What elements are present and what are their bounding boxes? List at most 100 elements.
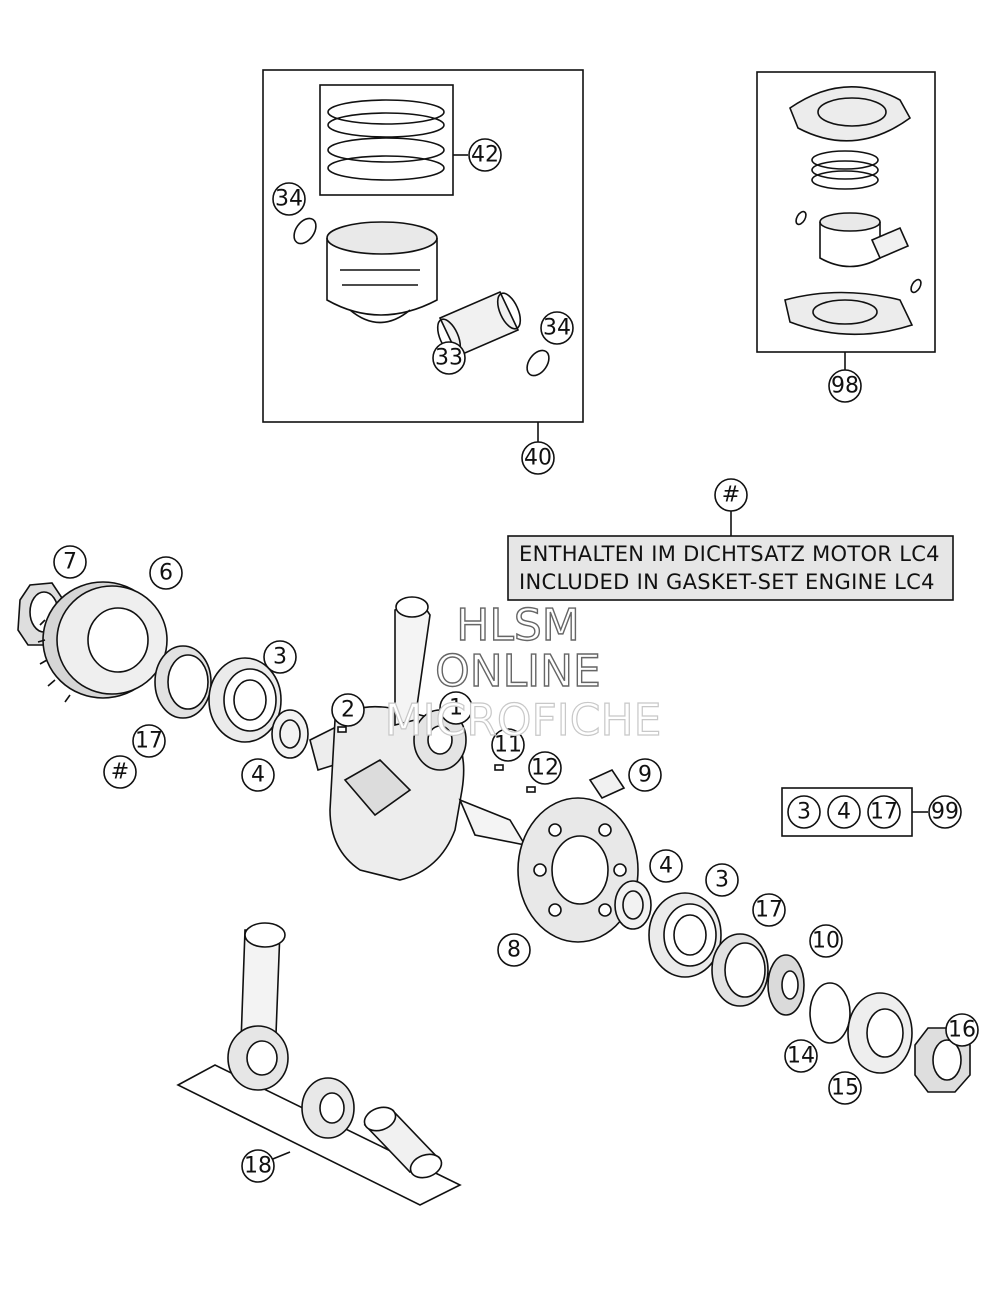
callout-11[interactable]: 11 — [491, 728, 525, 762]
svg-text:33: 33 — [435, 346, 463, 371]
svg-text:18: 18 — [244, 1154, 272, 1179]
conrod-kit-bracket — [176, 1064, 462, 1206]
watermark-line-2: ONLINE — [435, 646, 601, 697]
piston-kit-frame — [262, 69, 584, 423]
svg-text:3: 3 — [273, 645, 287, 670]
callout-4[interactable]: 4 — [827, 795, 861, 829]
oil-seal-icon — [154, 645, 212, 719]
watermark-line-3: MICROFICHE — [385, 695, 662, 746]
callout-10[interactable]: 10 — [809, 924, 843, 958]
svg-text:16: 16 — [948, 1018, 976, 1043]
note-box — [507, 535, 954, 601]
head-gasket-icon — [789, 86, 912, 142]
callout-16[interactable]: 16 — [945, 1013, 979, 1047]
svg-text:2: 2 — [341, 698, 355, 723]
gasket-set-note: ENTHALTEN IM DICHTSATZ MOTOR LC4 INCLUDE… — [507, 511, 954, 601]
callout-3[interactable]: 3 — [705, 863, 739, 897]
callout-34[interactable]: 34 — [540, 311, 574, 345]
piston-rings-frame — [319, 84, 454, 196]
callout-42[interactable]: 42 — [468, 138, 502, 172]
svg-text:17: 17 — [870, 800, 898, 825]
svg-text:#: # — [722, 483, 740, 508]
svg-text:6: 6 — [159, 561, 173, 586]
primary-gear-icon — [517, 797, 639, 943]
callout-99[interactable]: 99 — [928, 795, 962, 829]
callout-6[interactable]: 6 — [149, 556, 183, 590]
conrod-kit-group — [176, 922, 462, 1206]
cylinder-kit-frame — [756, 71, 936, 353]
callout-hash[interactable]: # — [714, 478, 748, 512]
svg-text:42: 42 — [471, 143, 499, 168]
left-shaft-parts — [17, 581, 309, 759]
callout-8[interactable]: 8 — [497, 933, 531, 967]
bearing-kit-group — [781, 787, 928, 837]
cylinder-kit-group — [756, 71, 936, 370]
callout-2[interactable]: 2 — [331, 693, 365, 727]
callout-3[interactable]: 3 — [787, 795, 821, 829]
shim-icon — [271, 709, 309, 759]
callout-4[interactable]: 4 — [649, 849, 683, 883]
shim-icon — [614, 880, 652, 930]
rings-icon — [811, 150, 879, 190]
callout-18[interactable]: 18 — [241, 1149, 275, 1183]
crankshaft-icon — [309, 596, 536, 881]
callout-98[interactable]: 98 — [828, 369, 862, 403]
svg-text:40: 40 — [524, 446, 552, 471]
base-gasket-icon — [784, 291, 914, 336]
circlip-icon — [526, 349, 550, 377]
svg-text:3: 3 — [715, 868, 729, 893]
svg-text:12: 12 — [531, 756, 559, 781]
callout-17[interactable]: 17 — [132, 724, 166, 758]
svg-text:15: 15 — [831, 1076, 859, 1101]
svg-text:4: 4 — [659, 854, 673, 879]
small-pin-icon — [870, 226, 910, 260]
callout-40[interactable]: 40 — [521, 441, 555, 475]
svg-text:99: 99 — [931, 800, 959, 825]
callout-4[interactable]: 4 — [241, 758, 275, 792]
callouts: 42 34 34 33 40 98 # 7 6 3 17 # 4 2 1 11 … — [53, 138, 979, 1183]
callout-hash[interactable]: # — [103, 755, 137, 789]
svg-text:14: 14 — [787, 1044, 815, 1069]
main-bearing-icon — [648, 892, 722, 978]
svg-text:4: 4 — [837, 800, 851, 825]
piston-icon — [326, 221, 438, 324]
callout-15[interactable]: 15 — [828, 1071, 862, 1105]
callout-17[interactable]: 17 — [752, 893, 786, 927]
svg-text:8: 8 — [507, 938, 521, 963]
callout-12[interactable]: 12 — [528, 751, 562, 785]
circlip-icon — [293, 217, 317, 245]
callout-9[interactable]: 9 — [628, 758, 662, 792]
svg-text:7: 7 — [63, 550, 77, 575]
svg-text:10: 10 — [812, 929, 840, 954]
svg-text:34: 34 — [543, 316, 571, 341]
callout-14[interactable]: 14 — [784, 1039, 818, 1073]
svg-text:17: 17 — [755, 898, 783, 923]
piston-rings-icon — [327, 99, 445, 181]
oil-seal-icon — [711, 933, 769, 1007]
svg-text:34: 34 — [275, 187, 303, 212]
svg-text:98: 98 — [831, 374, 859, 399]
callout-3[interactable]: 3 — [263, 640, 297, 674]
callout-34[interactable]: 34 — [272, 182, 306, 216]
bush-icon — [588, 768, 626, 800]
note-line-1: ENTHALTEN IM DICHTSATZ MOTOR LC4 — [519, 542, 940, 566]
washer-icon — [847, 992, 913, 1074]
callout-17[interactable]: 17 — [867, 795, 901, 829]
svg-text:17: 17 — [135, 729, 163, 754]
callout-1[interactable]: 1 — [439, 691, 473, 725]
callout-33[interactable]: 33 — [432, 341, 466, 375]
timing-sprocket-icon — [767, 954, 805, 1016]
circlip-icon — [809, 982, 851, 1044]
watermark-line-1: HLSM — [456, 600, 580, 651]
svg-text:#: # — [111, 760, 129, 785]
small-piston-icon — [819, 212, 881, 268]
callout-7[interactable]: 7 — [53, 545, 87, 579]
main-bearing-icon — [208, 657, 282, 743]
svg-text:1: 1 — [449, 696, 463, 721]
note-line-2: INCLUDED IN GASKET-SET ENGINE LC4 — [519, 570, 935, 594]
watermark: HLSM ONLINE MICROFICHE — [384, 599, 662, 746]
svg-text:4: 4 — [251, 763, 265, 788]
svg-text:11: 11 — [494, 733, 522, 758]
